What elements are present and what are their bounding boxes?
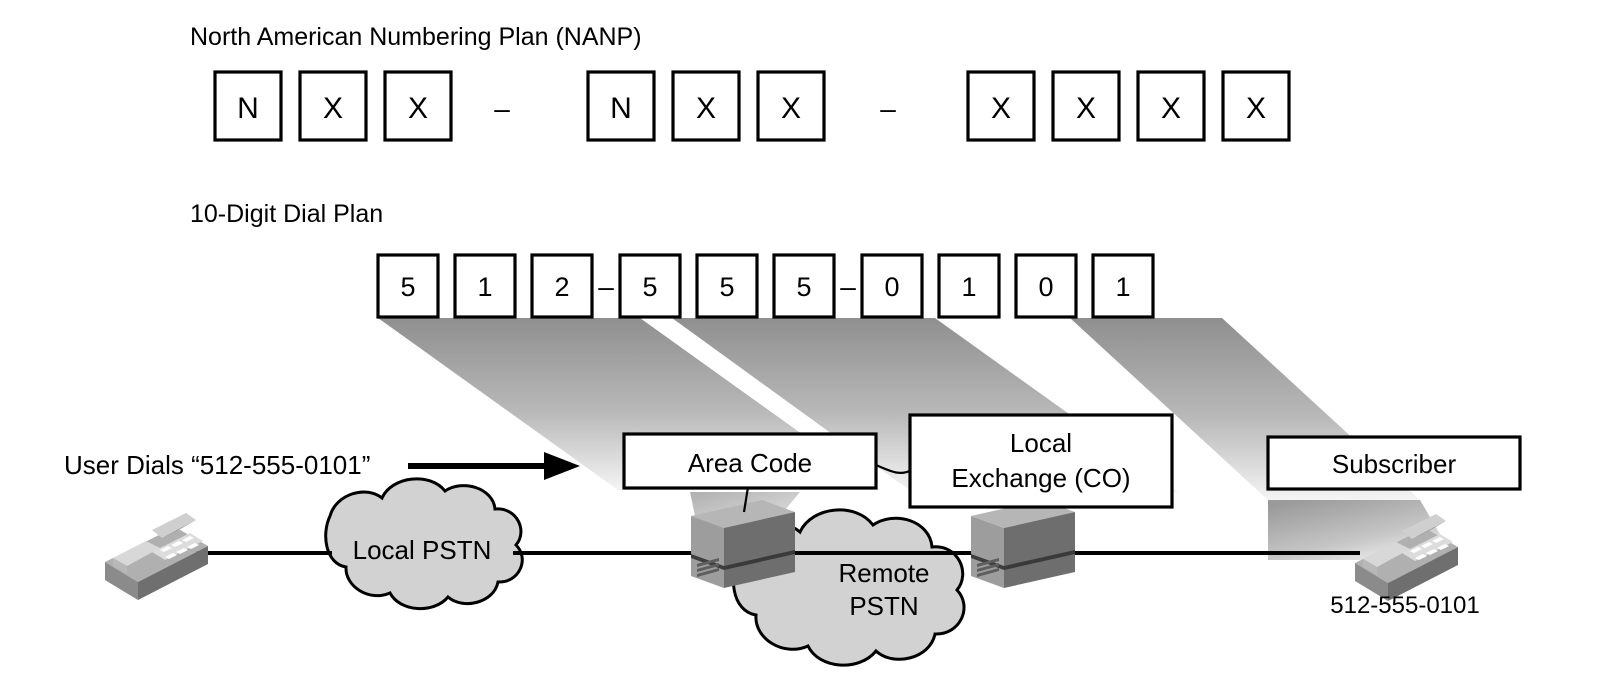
- digit-label: 0: [1038, 272, 1053, 302]
- digit-separator-1: –: [598, 271, 614, 302]
- network-switch-icon-right: [971, 500, 1075, 588]
- callout-subscriber-label: Subscriber: [1332, 449, 1457, 479]
- cloud-remote-pstn-label-line2: PSTN: [849, 591, 918, 621]
- digit-label: 2: [554, 272, 569, 302]
- digit-cell-3: 5: [618, 253, 682, 319]
- digit-cell-7: 1: [937, 253, 1001, 319]
- digit-cell-6: 0: [860, 253, 924, 319]
- heading-dial-plan: 10-Digit Dial Plan: [190, 200, 383, 228]
- digit-cell-5: 5: [772, 253, 836, 319]
- nanp-cell-4: X: [671, 70, 741, 142]
- nanp-cell-5: X: [756, 70, 826, 142]
- subscriber-number-label: 512-555-0101: [1330, 592, 1479, 619]
- nanp-cell-label: N: [237, 92, 259, 125]
- nanp-cell-6: X: [966, 70, 1036, 142]
- callout-local-exchange: Local Exchange (CO): [908, 413, 1174, 509]
- cloud-icon: [324, 477, 524, 611]
- callout-subscriber: Subscriber: [1266, 435, 1522, 491]
- nanp-cell-label: X: [1161, 92, 1181, 125]
- nanp-cell-label: X: [781, 92, 801, 125]
- digit-label: 0: [884, 272, 899, 302]
- callout-area-code: Area Code: [622, 432, 878, 490]
- nanp-cell-3: N: [586, 70, 656, 142]
- cloud-local-pstn-label: Local PSTN: [353, 535, 492, 565]
- cloud-local-pstn: Local PSTN: [324, 477, 524, 611]
- nanp-cell-0: N: [213, 70, 283, 142]
- nanp-cell-label: X: [696, 92, 716, 125]
- digit-cell-9: 1: [1091, 253, 1155, 319]
- nanp-cell-1: X: [298, 70, 368, 142]
- network-switch-icon-left: [691, 500, 795, 588]
- nanp-cell-label: X: [1246, 92, 1266, 125]
- digit-label: 1: [1115, 272, 1130, 302]
- digit-separator-2: –: [840, 271, 856, 302]
- digit-label: 1: [477, 272, 492, 302]
- nanp-separator-1: –: [494, 93, 510, 124]
- right-arrow-icon: [408, 452, 580, 480]
- nanp-cell-8: X: [1136, 70, 1206, 142]
- digit-cell-2: 2: [530, 253, 594, 319]
- callout-area-code-label: Area Code: [688, 448, 812, 478]
- user-dials-label: User Dials “512-555-0101”: [64, 450, 370, 480]
- nanp-cell-label: X: [991, 92, 1011, 125]
- stem-area-code-to-switch: [742, 486, 750, 513]
- nanp-cell-label: X: [323, 92, 343, 125]
- digit-cell-4: 5: [695, 253, 759, 319]
- nanp-cell-label: X: [408, 92, 428, 125]
- nanp-cell-label: X: [1076, 92, 1096, 125]
- digit-label: 1: [961, 272, 976, 302]
- callout-local-exchange-line2: Exchange (CO): [951, 463, 1130, 493]
- cloud-remote-pstn-label-line1: Remote: [838, 558, 929, 588]
- nanp-cell-2: X: [383, 70, 453, 142]
- digit-label: 5: [642, 272, 657, 302]
- left-phone-icon: [105, 513, 208, 600]
- digit-label: 5: [400, 272, 415, 302]
- digit-cell-1: 1: [453, 253, 517, 319]
- dial-plan-row: 5 1 2 – 5 5 5 –: [376, 253, 1155, 319]
- right-phone-icon: [1355, 514, 1458, 601]
- digit-label: 5: [719, 272, 734, 302]
- digit-cell-8: 0: [1014, 253, 1078, 319]
- heading-nanp: North American Numbering Plan (NANP): [190, 23, 642, 51]
- nanp-cell-9: X: [1221, 70, 1291, 142]
- digit-label: 5: [796, 272, 811, 302]
- digit-cell-0: 5: [376, 253, 440, 319]
- nanp-cell-label: N: [610, 92, 632, 125]
- nanp-pattern-row: N X X – N X X –: [213, 70, 1291, 142]
- callout-local-exchange-line1: Local: [1010, 428, 1072, 458]
- nanp-cell-7: X: [1051, 70, 1121, 142]
- nanp-separator-2: –: [880, 93, 896, 124]
